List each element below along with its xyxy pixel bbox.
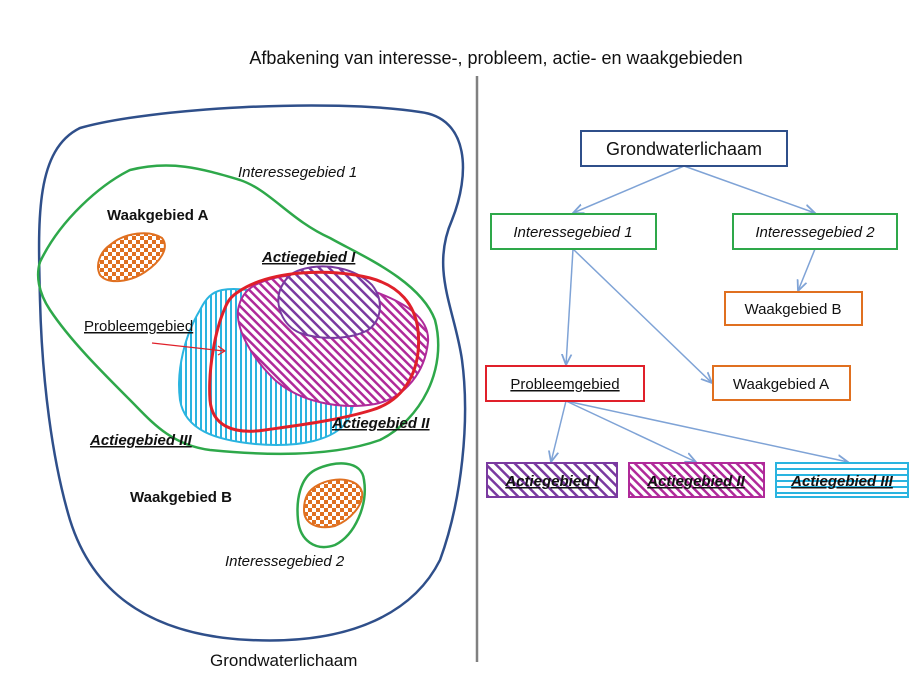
- probleemgebied-outline: [208, 270, 421, 433]
- tree-node-actiegebied-3: Actiegebied III: [775, 462, 909, 498]
- arrow-probleem-to-actie-2: [565, 400, 696, 462]
- tree-node-waakgebied-b-label: Waakgebied B: [744, 301, 841, 318]
- map-label-actiegebied-3: Actiegebied III: [89, 432, 193, 449]
- tree-node-actiegebied-2: Actiegebied II: [628, 462, 765, 498]
- arrow-interesse-2-to-waakgebied-b: [798, 248, 816, 291]
- groundwater-body-outline: [37, 104, 467, 642]
- tree-node-root-box: [580, 130, 788, 167]
- waakgebied-a-area: [97, 232, 166, 283]
- probleemgebied-pointer: [151, 342, 225, 352]
- tree-node-waakgebied-a: Waakgebied A: [712, 365, 851, 401]
- arrow-root-to-interesse-2: [683, 165, 815, 213]
- tree-node-actiegebied-3-label: Actiegebied III: [790, 473, 894, 490]
- tree-node-waakgebied-b-box: [724, 291, 863, 326]
- tree-node-interessegebied-2-label: Interessegebied 2: [755, 224, 875, 241]
- map-label-actiegebied-2: Actiegebied II: [331, 415, 430, 432]
- tree-node-actiegebied-2-box: [628, 462, 765, 498]
- map-label-probleemgebied: Probleemgebied: [84, 318, 193, 335]
- tree-node-actiegebied-1-label: Actiegebied I: [504, 473, 599, 490]
- arrow-root-to-interesse-1: [573, 165, 685, 213]
- probleemgebied-pointer-head: [217, 345, 227, 356]
- tree-node-waakgebied-a-label: Waakgebied A: [733, 376, 829, 393]
- arrow-probleem-to-actie-3: [565, 400, 848, 462]
- tree-node-interessegebied-1: Interessegebied 1: [490, 213, 657, 250]
- tree-node-interessegebied-1-label: Interessegebied 1: [513, 224, 632, 241]
- tree-node-interessegebied-2: Interessegebied 2: [732, 213, 898, 250]
- tree-node-probleemgebied-box: [485, 365, 645, 402]
- interessegebied-2-outline: [296, 462, 366, 549]
- tree-node-root-label: Grondwaterlichaam: [606, 139, 762, 159]
- waakgebied-b-area: [302, 478, 364, 529]
- tree-node-actiegebied-2-label: Actiegebied II: [646, 473, 745, 490]
- tree-node-actiegebied-1: Actiegebied I: [486, 462, 618, 498]
- arrow-interesse-1-to-probleem: [566, 248, 574, 365]
- map-caption: Grondwaterlichaam: [210, 651, 357, 670]
- map-label-waakgebied-b: Waakgebied B: [130, 489, 232, 506]
- tree-node-probleemgebied-label: Probleemgebied: [510, 376, 619, 393]
- tree-node-probleemgebied: Probleemgebied: [485, 365, 645, 402]
- actiegebied-1-area: [277, 265, 381, 339]
- diagram-title: Afbakening van interesse-, probleem, act…: [249, 48, 742, 68]
- tree-node-actiegebied-1-box: [486, 462, 618, 498]
- arrow-interesse-1-to-waakgebied-a: [572, 248, 712, 383]
- map-label-interessegebied-2: Interessegebied 2: [225, 553, 345, 570]
- map-label-actiegebied-1: Actiegebied I: [261, 249, 356, 266]
- map-label-waakgebied-a: Waakgebied A: [107, 207, 209, 224]
- map-label-interessegebied-1: Interessegebied 1: [238, 164, 357, 181]
- tree-node-interessegebied-1-box: [490, 213, 657, 250]
- interessegebied-1-outline: [36, 164, 440, 456]
- tree-node-actiegebied-3-box: [775, 462, 909, 498]
- tree-node-waakgebied-b: Waakgebied B: [724, 291, 863, 326]
- arrow-probleem-to-actie-1: [551, 400, 567, 462]
- tree-connectors: [551, 165, 848, 462]
- tree-node-waakgebied-a-box: [712, 365, 851, 401]
- tree-node-interessegebied-2-box: [732, 213, 898, 250]
- tree-node-root: Grondwaterlichaam: [580, 130, 788, 167]
